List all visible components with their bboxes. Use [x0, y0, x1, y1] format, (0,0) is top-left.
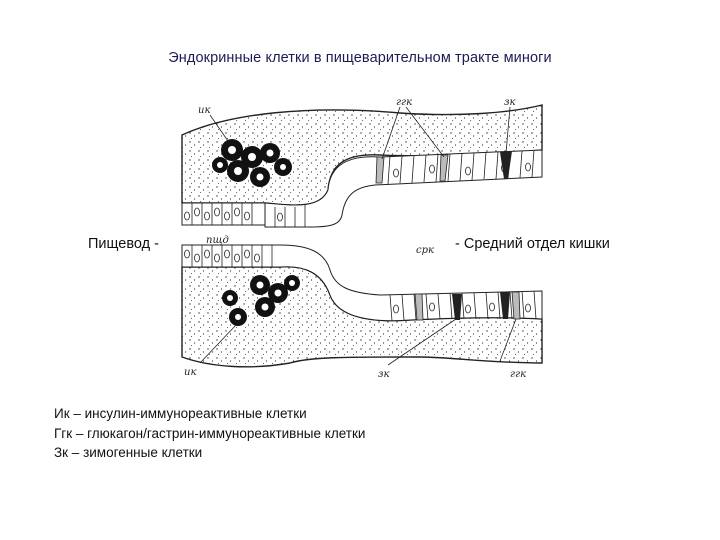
- slide-title: Эндокринные клетки в пищеварительном тра…: [168, 50, 552, 66]
- upper-insulin-cluster: [212, 139, 292, 187]
- lower-zk-cells: [452, 292, 510, 320]
- label-pshd: пщд: [206, 235, 229, 246]
- upper-ggk-cells: [375, 154, 449, 184]
- midgut-label: - Средний отдел кишки: [455, 236, 610, 252]
- lower-insulin-cluster: [222, 275, 300, 326]
- leader-lines: [199, 106, 517, 366]
- lower-cell-walls: [191, 245, 537, 322]
- label-ggk-bottom: ггк: [510, 369, 526, 380]
- legend-item-zk: Зк – зимогенные клетки: [54, 445, 203, 460]
- upper-zk-cell: [500, 151, 512, 179]
- legend: Ик – инсулин-иммунореактивные клетки Ггк…: [54, 404, 365, 463]
- label-srk: срк: [416, 245, 434, 256]
- label-zk-bottom: зк: [378, 369, 389, 380]
- esophagus-label: Пищевод -: [88, 236, 159, 252]
- legend-item-ik: Ик – инсулин-иммунореактивные клетки: [54, 406, 307, 421]
- label-zk-top: зк: [504, 97, 515, 108]
- label-ik-top: ик: [198, 105, 210, 116]
- lamprey-gut-diagram: ик ггк зк пщд срк ик зк ггк: [181, 97, 543, 380]
- label-ik-bottom: ик: [184, 367, 196, 378]
- upper-cell-walls: [191, 149, 535, 227]
- lower-ggk-cells: [414, 291, 521, 321]
- legend-item-ggk: Ггк – глюкагон/гастрин-иммунореактивные …: [54, 425, 366, 441]
- lower-nuclei: [184, 249, 531, 314]
- label-ggk-top: ггк: [396, 97, 412, 108]
